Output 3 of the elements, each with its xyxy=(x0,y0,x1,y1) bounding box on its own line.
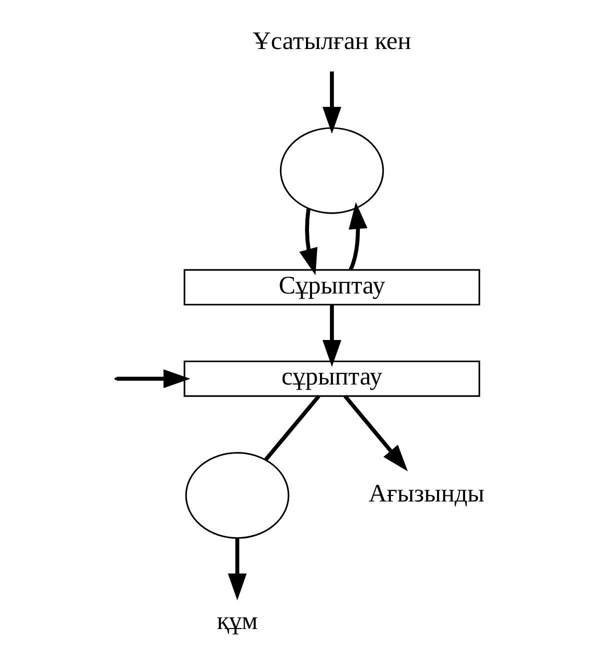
node-text: Ұсатылған кен xyxy=(252,28,411,55)
node-text: құм xyxy=(216,608,258,636)
node-text: Ағызынды xyxy=(368,480,484,508)
